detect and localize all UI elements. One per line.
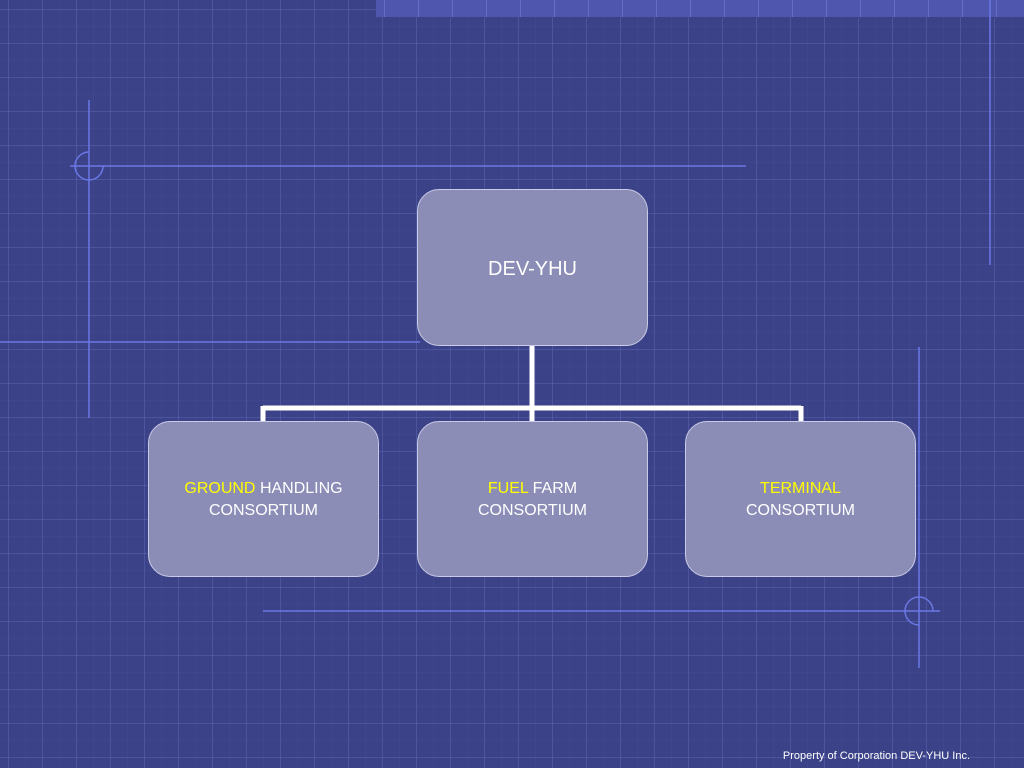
crosshair-circle-icon — [904, 596, 934, 626]
org-node-highlight: TERMINAL — [760, 480, 841, 497]
top-decorative-band — [376, 0, 1024, 17]
org-node-label: HANDLING — [259, 480, 343, 497]
org-node-label: FARM — [532, 480, 578, 497]
footer-copyright: Property of Corporation DEV-YHU Inc. — [782, 750, 970, 762]
org-node-highlight: FUEL — [487, 480, 529, 497]
org-node-root-label: DEV-YHU — [488, 258, 577, 280]
org-node-highlight: GROUND — [184, 480, 256, 497]
org-node-root: DEV-YHU — [417, 189, 648, 346]
org-node-label-line2: CONSORTIUM — [208, 502, 319, 519]
org-node-terminal: TERMINAL CONSORTIUM — [685, 421, 916, 577]
org-node-label-line2: CONSORTIUM — [745, 502, 856, 519]
crosshair-circle-icon — [74, 151, 104, 181]
org-node-fuel-farm: FUEL FARM CONSORTIUM — [417, 421, 648, 577]
org-node-ground-handling: GROUND HANDLING CONSORTIUM — [148, 421, 379, 577]
org-node-label-line2: CONSORTIUM — [477, 502, 588, 519]
